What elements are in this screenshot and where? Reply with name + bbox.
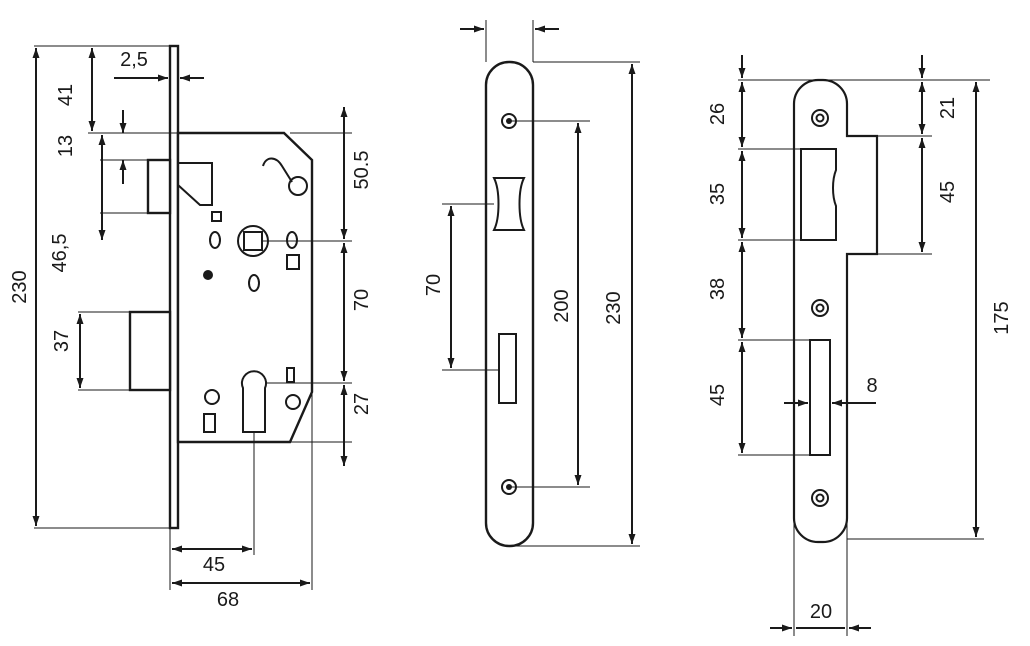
selector-switch xyxy=(286,254,300,270)
screw-hole xyxy=(209,231,221,249)
faceplate-view: 70 200 230 xyxy=(423,20,640,548)
strike-screw-hole xyxy=(811,109,829,127)
strike-screw-hole xyxy=(811,299,829,317)
spring-lever xyxy=(262,157,293,183)
dim-label-37: 37 xyxy=(51,330,73,352)
bolt-opening xyxy=(498,333,517,404)
dim-label-45-right: 45 xyxy=(937,181,959,203)
dim-label-70: 70 xyxy=(423,274,445,296)
strike-screw-center xyxy=(815,493,825,503)
extension-lines xyxy=(442,20,640,547)
dim-label-35: 35 xyxy=(707,183,729,205)
strike-plate-outline xyxy=(792,78,879,544)
dim-label-38: 38 xyxy=(707,278,729,300)
dim-label-45-left: 45 xyxy=(707,384,729,406)
latch-opening xyxy=(492,177,526,231)
dim-label-13: 13 xyxy=(55,135,77,157)
dead-bolt xyxy=(128,310,172,392)
screw-hole xyxy=(248,274,260,292)
screw-hole xyxy=(204,389,220,405)
spring-pivot xyxy=(288,176,308,196)
lock-body-view: 230 41 13 46,5 37 2,5 50.5 70 27 45 68 xyxy=(9,44,373,611)
dim-label-175: 175 xyxy=(991,301,1013,334)
dim-label-230: 230 xyxy=(603,291,625,324)
strike-screw-hole xyxy=(811,489,829,507)
extension-lines xyxy=(738,79,990,636)
latch-mechanism xyxy=(177,162,213,206)
small-slot xyxy=(286,367,295,383)
dim-label-68: 68 xyxy=(217,589,239,611)
dim-label-41: 41 xyxy=(55,84,77,106)
latch-bolt xyxy=(146,158,172,215)
extension-lines xyxy=(34,45,352,590)
dim-label-20: 20 xyxy=(810,601,832,623)
cylinder-cutout xyxy=(241,370,267,433)
dim-label-45: 45 xyxy=(203,554,225,576)
dim-label-200: 200 xyxy=(551,289,573,322)
dim-label-26: 26 xyxy=(707,103,729,125)
rivet xyxy=(203,270,213,280)
strike-latch-opening xyxy=(800,148,837,241)
strike-screw-center xyxy=(815,303,825,313)
dim-label-2-5: 2,5 xyxy=(120,49,148,71)
dim-label-21: 21 xyxy=(937,97,959,119)
dim-label-70: 70 xyxy=(351,289,373,311)
screw-hole xyxy=(286,231,298,249)
strike-plate-view: 26 35 38 45 21 45 175 8 20 xyxy=(707,55,1013,636)
strike-screw-center xyxy=(815,113,825,123)
dim-label-27: 27 xyxy=(351,393,373,415)
latch-catch xyxy=(203,413,216,433)
dim-label-230: 230 xyxy=(9,270,31,303)
dim-label-8: 8 xyxy=(866,375,877,397)
latch-pin xyxy=(211,211,222,222)
dim-label-50-5: 50.5 xyxy=(351,151,373,190)
screw-hole xyxy=(285,394,301,410)
dim-label-46-5: 46,5 xyxy=(49,234,71,273)
faceplate-outline xyxy=(484,60,535,548)
